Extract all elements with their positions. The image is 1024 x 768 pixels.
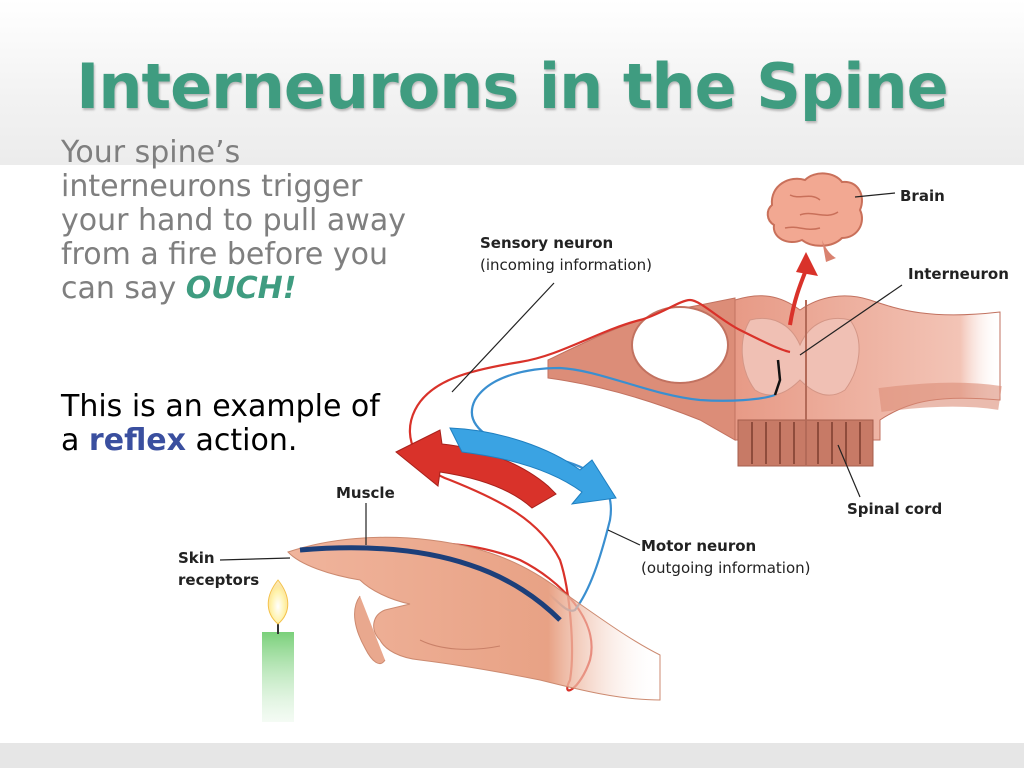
header-band <box>0 0 1024 165</box>
footer-band <box>0 743 1024 768</box>
body-paragraph-1-text: Your spine’s interneurons trigger your h… <box>61 135 406 306</box>
slide-title: Interneurons in the Spine <box>76 50 948 123</box>
motor-direction-arrow <box>449 427 617 505</box>
leader-lines <box>219 192 903 561</box>
body-paragraph-1: Your spine’s interneurons trigger your h… <box>61 136 406 306</box>
body-paragraph-2: This is an example of a reflex action. <box>61 390 391 458</box>
ouch-emphasis: OUCH! <box>185 271 297 306</box>
brain-illustration <box>766 172 863 262</box>
interneuron-label: Interneuron <box>908 265 1009 283</box>
reflex-keyword: reflex <box>88 423 186 458</box>
body-paragraph-2-suffix: action. <box>186 423 298 458</box>
spinal-cord-label: Spinal cord <box>847 500 942 518</box>
motor-neuron-sublabel: (outgoing information) <box>641 559 811 577</box>
candle-illustration <box>262 579 294 722</box>
sensory-neuron-sublabel: (incoming information) <box>480 256 652 274</box>
brain-label: Brain <box>900 187 945 205</box>
motor-neuron-label: Motor neuron <box>641 537 756 555</box>
hand-illustration <box>287 536 661 701</box>
muscle-label: Muscle <box>336 484 395 502</box>
body-paragraph-2-prefix: This is an example of a <box>61 389 380 458</box>
receptors-label: receptors <box>178 571 259 589</box>
spinal-cord-section <box>547 295 1002 467</box>
skin-label: Skin <box>178 549 215 567</box>
sensory-neuron-label: Sensory neuron <box>480 234 613 252</box>
signal-to-brain-arrow <box>788 252 818 326</box>
